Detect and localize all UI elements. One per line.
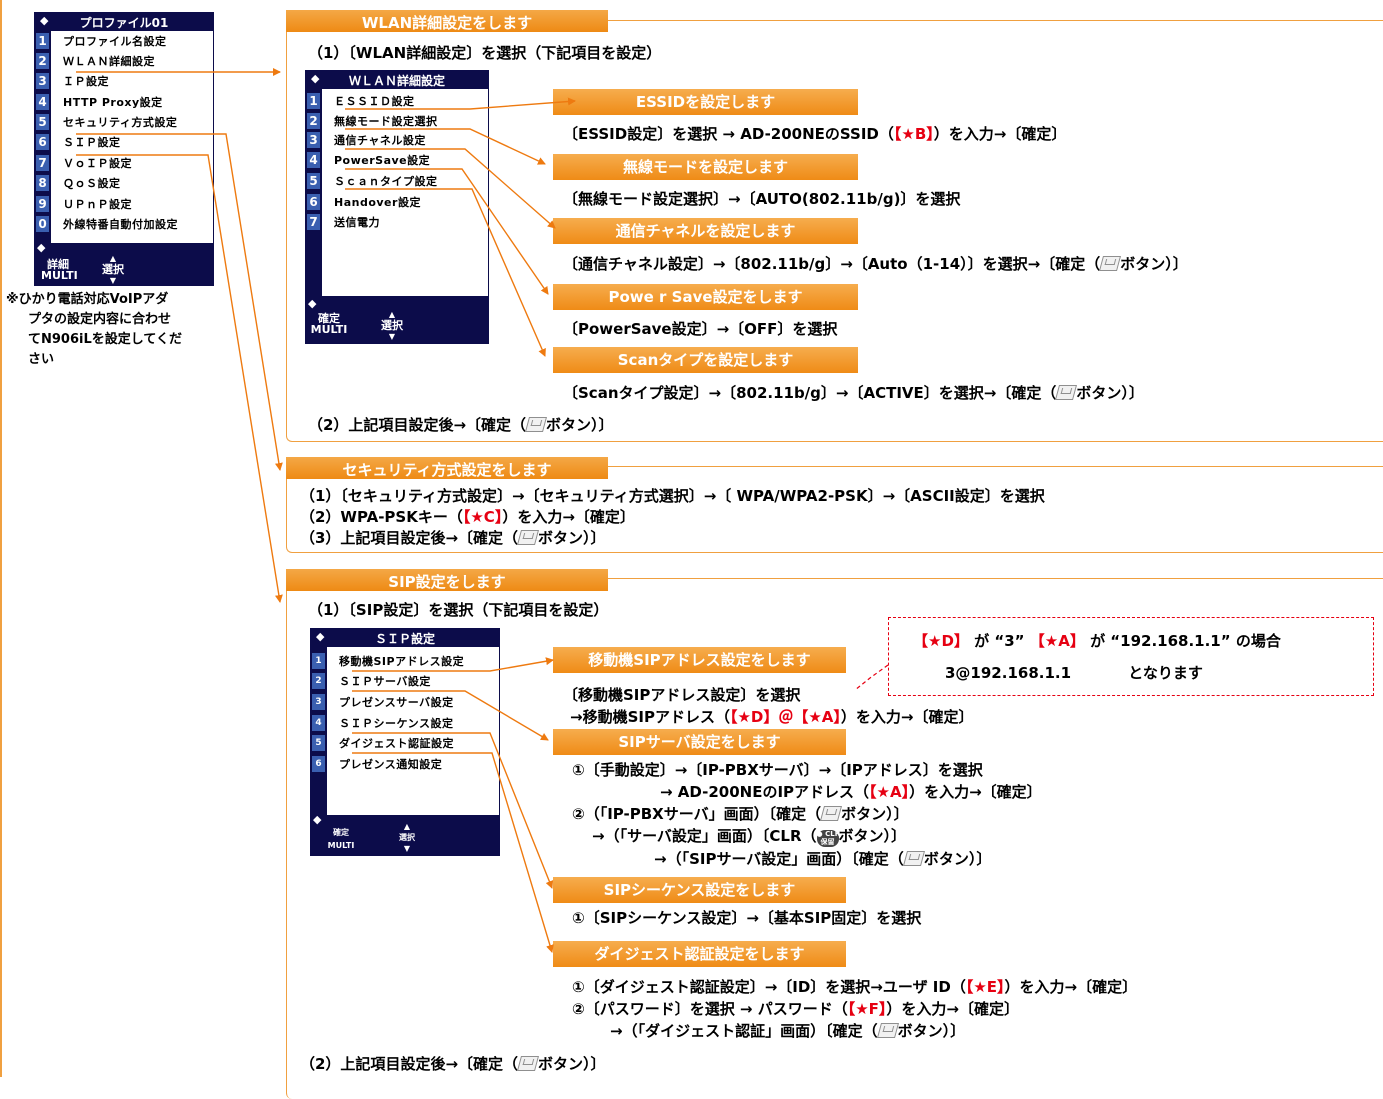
sip-server-step-button: SIPサーバ設定をします (553, 729, 846, 755)
digest-line2: ②〔パスワード〕を選択 → パスワード（【★F】）を入力→〔確定〕 (572, 1000, 1019, 1018)
menu-title: ◆ ＳＩＰ設定 (311, 629, 499, 646)
mail-key-icon (1055, 385, 1078, 400)
mail-key-icon (1099, 256, 1122, 271)
menu-title: ◆ ＷＬＡＮ詳細設定 (306, 71, 488, 88)
menu-title: ◆ プロファイル01 (35, 13, 213, 30)
essid-instruction: 〔ESSID設定〕を選択 → AD-200NEのSSID（【★B】）を入力→〔確… (563, 125, 1067, 143)
security-step2: （2）WPA-PSKキー（【★C】）を入力→〔確定〕 (300, 508, 635, 526)
wlan-section-header: WLAN詳細設定をします (286, 10, 608, 32)
channel-step-button: 通信チャネルを設定します (553, 218, 858, 244)
menu-diamond-icon: ◆ (316, 630, 325, 643)
softkey-confirm[interactable]: 確定 MULTI (327, 828, 355, 850)
channel-instruction: 〔通信チャネル設定〕→〔802.11b/g〕→〔Auto（1-14）〕を選択→〔… (563, 255, 1188, 273)
down-arrow-icon: ▼ (109, 276, 117, 285)
security-section (286, 466, 1383, 553)
wlan-step2: （2）上記項目設定後→〔確定（ボタン）〕 (308, 416, 614, 434)
mail-key-icon (902, 851, 925, 866)
sip-server-line5: →（「SIPサーバ設定」画面）〔確定（ボタン）〕 (654, 850, 992, 868)
softkey-select[interactable]: ▲ 選択 ▼ (372, 309, 412, 342)
down-arrow-icon: ▼ (388, 332, 396, 341)
mail-key-icon (820, 806, 843, 821)
sip-section-header: SIP設定をします (286, 569, 608, 591)
callout-line1: 【★D】 が “3” 【★A】 が “192.168.1.1” の場合 (913, 632, 1281, 650)
mail-key-icon (525, 417, 548, 432)
wlan-section (286, 20, 1383, 442)
diamond-icon: ◆ (308, 297, 317, 310)
sip-sequence-step-button: SIPシーケンス設定をします (553, 877, 846, 903)
note-text: ※ひかり電話対応VoIPアダ プタの設定内容に合わせ てN906iLを設定してく… (6, 292, 182, 367)
powersave-instruction: 〔PowerSave設定〕→〔OFF〕を選択 (563, 320, 838, 338)
mail-key-icon (517, 530, 540, 545)
menu-diamond-icon: ◆ (40, 14, 49, 27)
down-arrow-icon: ▼ (403, 844, 411, 853)
sip-step1: （1）〔SIP設定〕を選択（下記項目を設定） (308, 601, 609, 619)
scan-instruction: 〔Scanタイプ設定〕→〔802.11b/g〕→〔ACTIVE〕を選択→〔確定（… (563, 384, 1144, 402)
sip-step2: （2）上記項目設定後→〔確定（ボタン）〕 (300, 1055, 606, 1073)
sip-server-line2: → AD-200NEのIPアドレス（【★A】）を入力→〔確定〕 (660, 783, 1042, 801)
diamond-icon: ◆ (313, 813, 322, 826)
callout-line2: 3@192.168.1.1 となります (945, 664, 1203, 682)
menu-diamond-icon: ◆ (311, 72, 320, 85)
example-callout (888, 617, 1374, 696)
digest-line1: ①〔ダイジェスト認証設定〕→〔ID〕を選択→ユーザ ID（【★E】）を入力→〔確… (572, 978, 1138, 996)
mode-step-button: 無線モードを設定します (553, 154, 858, 180)
sip-address-step-button: 移動機SIPアドレス設定をします (553, 647, 846, 673)
essid-step-button: ESSIDを設定します (553, 89, 858, 115)
mail-key-icon (876, 1023, 899, 1038)
wlan-step1: （1）〔WLAN詳細設定〕を選択（下記項目を設定） (308, 44, 662, 62)
sip-address-line2: →移動機SIPアドレス（【★D】＠【★A】）を入力→〔確定〕 (570, 708, 974, 726)
sip-server-line3: ②（「IP-PBXサーバ」画面）〔確定（ボタン）〕 (572, 805, 909, 823)
diamond-icon: ◆ (37, 241, 46, 254)
powersave-step-button: Powe r Save設定をします (553, 284, 858, 310)
softkey-confirm[interactable]: 確定 MULTI (310, 312, 348, 336)
softkey-detail[interactable]: 詳細 MULTI (41, 258, 78, 282)
security-section-header: セキュリティ方式設定をします (286, 457, 608, 479)
softkey-select[interactable]: ▲ 選択 ▼ (387, 821, 427, 854)
sip-sequence-line1: ①〔SIPシーケンス設定〕→〔基本SIP固定〕を選択 (572, 909, 922, 927)
up-arrow-icon: ▲ (403, 822, 411, 831)
digest-step-button: ダイジェスト認証設定をします (553, 941, 846, 967)
digest-line3: →（「ダイジェスト認証」画面）〔確定（ボタン）〕 (610, 1022, 966, 1040)
sip-address-line1: 〔移動機SIPアドレス設定〕を選択 (563, 686, 801, 704)
softkey-select[interactable]: ▲ 選択 ▼ (93, 253, 133, 286)
security-step1: （1）〔セキュリティ方式設定〕→〔セキュリティ方式選択〕→〔 WPA/WPA2-… (300, 487, 1045, 505)
left-border-line (0, 0, 2, 1077)
scan-step-button: Scanタイプを設定します (553, 347, 858, 373)
sip-server-line1: ①〔手動設定〕→〔IP-PBXサーバ〕→〔IPアドレス〕を選択 (572, 761, 983, 779)
mode-instruction: 〔無線モード設定選択〕→〔AUTO(802.11b/g)〕を選択 (563, 190, 961, 208)
sip-section (286, 578, 1383, 1099)
mail-key-icon (517, 1056, 540, 1071)
security-step3: （3）上記項目設定後→〔確定（ボタン）〕 (300, 529, 606, 547)
